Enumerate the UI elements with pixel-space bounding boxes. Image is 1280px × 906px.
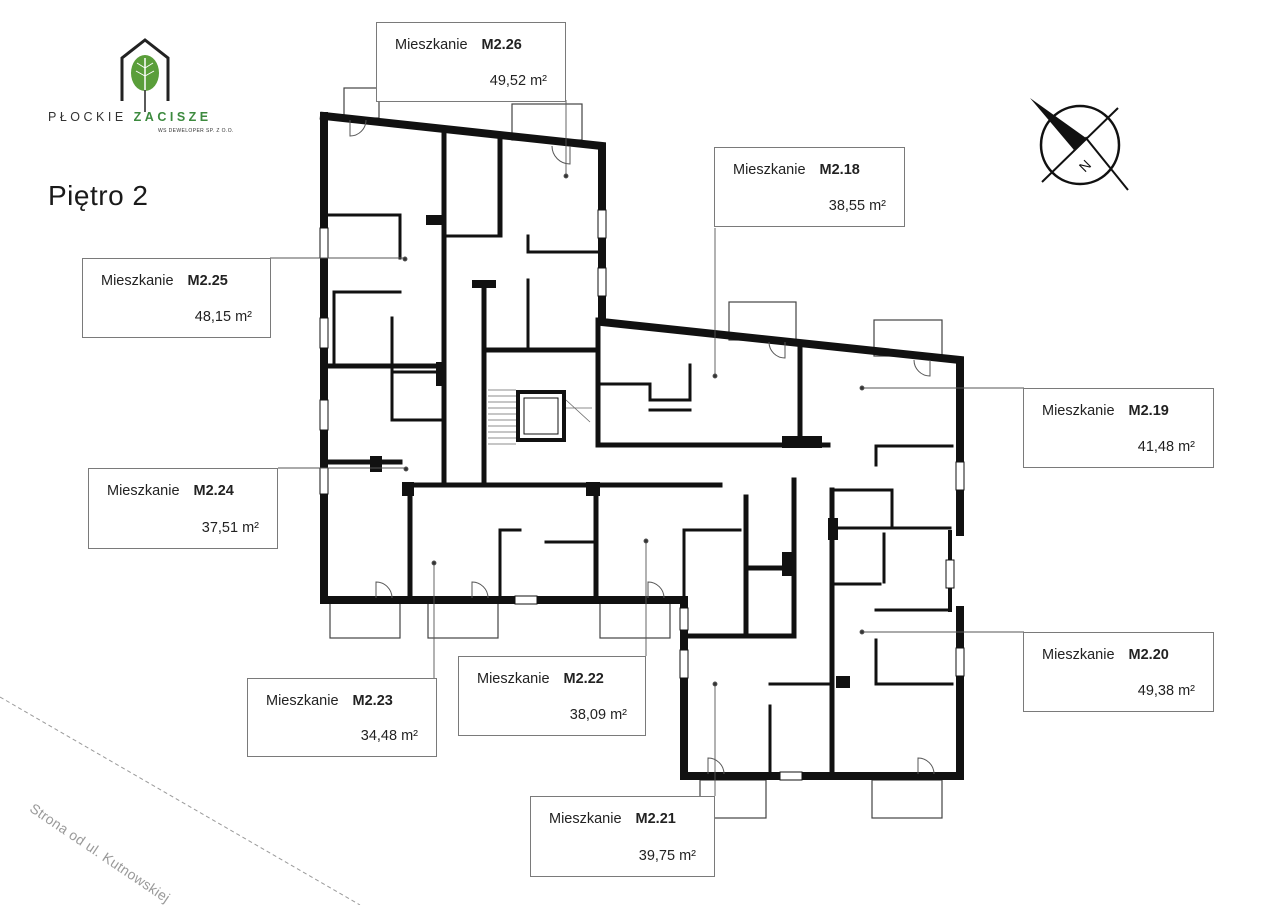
apartment-code: M2.24 bbox=[193, 483, 234, 499]
apartment-area: 39,75 m² bbox=[638, 848, 696, 864]
apartment-code: M2.18 bbox=[819, 162, 860, 178]
wall-blocks bbox=[370, 215, 850, 780]
apartment-prefix: Mieszkanie bbox=[101, 273, 174, 289]
apartment-area: 41,48 m² bbox=[1137, 439, 1195, 455]
logo-icon bbox=[120, 38, 170, 112]
logo-brand-left: PŁOCKIE bbox=[48, 110, 127, 124]
apartment-label-m226[interactable]: Mieszkanie M2.26 49,52 m² bbox=[376, 22, 566, 102]
apartment-prefix: Mieszkanie bbox=[107, 483, 180, 499]
apartment-prefix: Mieszkanie bbox=[1042, 647, 1115, 663]
apartment-area: 49,38 m² bbox=[1137, 683, 1195, 699]
compass-letter: N bbox=[1076, 156, 1094, 174]
logo: PŁOCKIE ZACISZE WS DEWELOPER SP. Z O.O. bbox=[40, 38, 270, 138]
apartment-code: M2.23 bbox=[352, 693, 393, 709]
apartment-prefix: Mieszkanie bbox=[549, 811, 622, 827]
apartment-prefix: Mieszkanie bbox=[733, 162, 806, 178]
apartment-code: M2.19 bbox=[1128, 403, 1169, 419]
leader-lines bbox=[270, 100, 1024, 796]
apartment-label-m219[interactable]: Mieszkanie M2.19 41,48 m² bbox=[1023, 388, 1214, 468]
apartment-code: M2.26 bbox=[481, 37, 522, 53]
logo-wordmark: PŁOCKIE ZACISZE bbox=[48, 110, 212, 124]
logo-brand-right: ZACISZE bbox=[133, 110, 212, 124]
apartment-area: 48,15 m² bbox=[194, 309, 252, 325]
doors bbox=[349, 119, 935, 775]
street-line bbox=[0, 696, 361, 905]
compass-icon bbox=[1030, 98, 1129, 191]
apartment-prefix: Mieszkanie bbox=[266, 693, 339, 709]
apartment-code: M2.22 bbox=[563, 671, 604, 687]
apartment-prefix: Mieszkanie bbox=[395, 37, 468, 53]
apartment-area: 38,55 m² bbox=[828, 198, 886, 214]
apartment-label-m218[interactable]: Mieszkanie M2.18 38,55 m² bbox=[714, 147, 905, 227]
apartment-area: 38,09 m² bbox=[569, 707, 627, 723]
logo-subtitle: WS DEWELOPER SP. Z O.O. bbox=[158, 128, 234, 134]
interior-walls bbox=[321, 131, 954, 779]
apartment-label-m220[interactable]: Mieszkanie M2.20 49,38 m² bbox=[1023, 632, 1214, 712]
apartment-label-m221[interactable]: Mieszkanie M2.21 39,75 m² bbox=[530, 796, 715, 877]
windows bbox=[319, 209, 965, 781]
apartment-prefix: Mieszkanie bbox=[477, 671, 550, 687]
apartment-label-m222[interactable]: Mieszkanie M2.22 38,09 m² bbox=[458, 656, 646, 736]
apartment-label-m224[interactable]: Mieszkanie M2.24 37,51 m² bbox=[88, 468, 278, 549]
apartment-area: 49,52 m² bbox=[489, 73, 547, 89]
apartment-area: 37,51 m² bbox=[201, 520, 259, 536]
apartment-code: M2.20 bbox=[1128, 647, 1169, 663]
apartment-prefix: Mieszkanie bbox=[1042, 403, 1115, 419]
floor-title: Piętro 2 bbox=[48, 180, 149, 211]
apartment-label-m223[interactable]: Mieszkanie M2.23 34,48 m² bbox=[247, 678, 437, 757]
apartment-code: M2.25 bbox=[187, 273, 228, 289]
stair-core bbox=[488, 389, 592, 445]
apartment-area: 34,48 m² bbox=[360, 728, 418, 744]
apartment-label-m225[interactable]: Mieszkanie M2.25 48,15 m² bbox=[82, 258, 271, 338]
apartment-code: M2.21 bbox=[635, 811, 676, 827]
